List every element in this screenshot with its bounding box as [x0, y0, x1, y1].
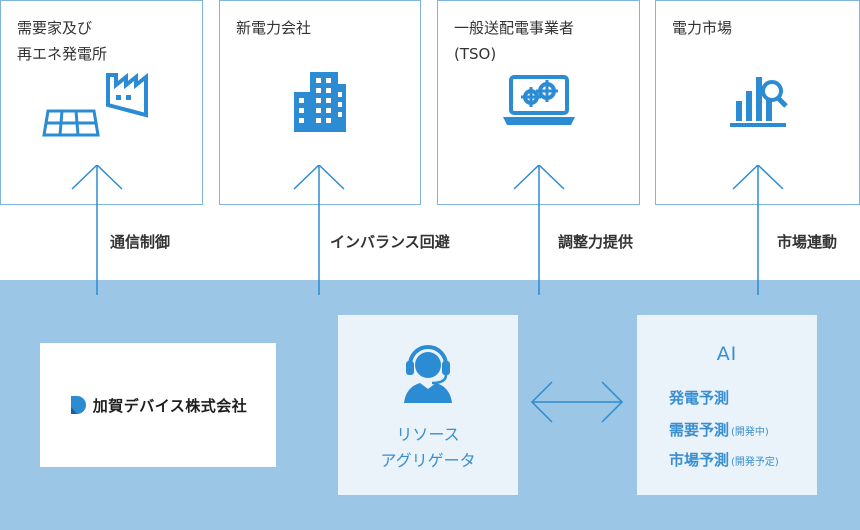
ai-title: AI — [716, 343, 738, 365]
up-arrow-icon — [293, 165, 345, 295]
box-title: 電力市場 — [672, 19, 733, 37]
kaga-logo-icon — [70, 396, 86, 414]
company-logo-box: 加賀デバイス株式会社 — [40, 343, 276, 467]
company-name: 加賀デバイス株式会社 — [92, 396, 248, 415]
bidirectional-arrow-icon — [530, 381, 624, 423]
up-arrow-icon — [732, 165, 784, 295]
bar-chart-magnifier-icon — [656, 65, 859, 137]
ai-item-demand-forecast: 需要予測(開発中) — [669, 419, 769, 440]
aggregator-label-line2: アグリゲータ — [380, 451, 476, 470]
link-label-imbalance-avoidance: インバランス回避 — [330, 233, 450, 251]
link-label-market-linkage: 市場連動 — [777, 233, 838, 251]
box-title: 新電力会社 — [236, 19, 312, 37]
aggregator-label-line1: リソース — [396, 425, 460, 444]
box-title: 一般送配電事業者 (TSO) — [454, 19, 575, 63]
box-power-market: 電力市場 — [655, 0, 860, 205]
up-arrow-icon — [513, 165, 565, 295]
laptop-gears-icon — [438, 65, 639, 137]
ai-item-label: 発電予測 — [669, 389, 730, 407]
up-arrow-icon — [71, 165, 123, 295]
ai-item-note: (開発中) — [731, 427, 769, 438]
box-new-power-company: 新電力会社 — [219, 0, 421, 205]
headset-operator-icon — [338, 341, 518, 405]
resource-aggregator-box: リソース アグリゲータ — [338, 315, 518, 495]
link-label-communication-control: 通信制御 — [110, 233, 171, 251]
box-customers-renewables: 需要家及び 再エネ発電所 — [0, 0, 203, 205]
solar-factory-icon — [1, 65, 202, 137]
ai-box: AI 発電予測 需要予測(開発中) 市場予測(開発予定) — [637, 315, 817, 495]
link-label-adjustment-supply: 調整力提供 — [558, 233, 634, 251]
ai-item-label: 市場予測 — [669, 451, 730, 469]
ai-item-generation-forecast: 発電予測 — [669, 387, 731, 408]
ai-item-market-forecast: 市場予測(開発予定) — [669, 449, 779, 470]
box-title: 需要家及び 再エネ発電所 — [17, 19, 108, 63]
ai-item-label: 需要予測 — [669, 421, 730, 439]
ai-item-note: (開発予定) — [731, 457, 779, 468]
building-icon — [220, 65, 420, 137]
